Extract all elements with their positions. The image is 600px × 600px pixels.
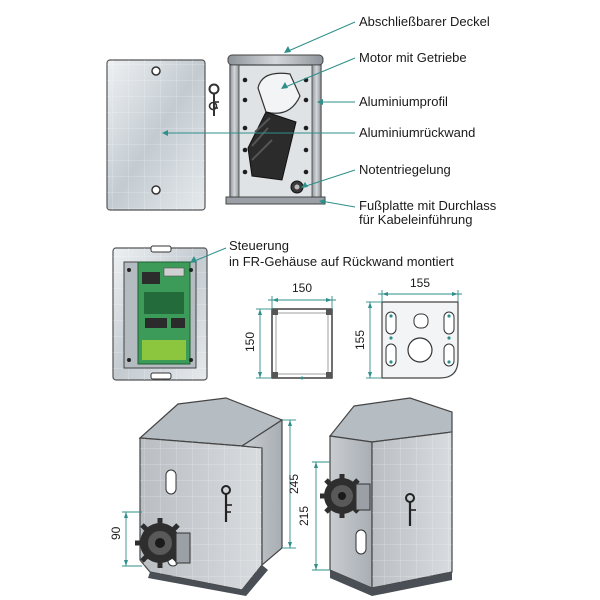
label-steuerung-line2: in FR-Gehäuse auf Rückwand montiert [229,254,454,269]
leader-steuerung [191,247,227,263]
dim-profile-width: 150 [292,281,312,295]
lock-key-icon-right [405,493,416,526]
label-fussplatte-line1: Fußplatte mit Durchlass [359,198,497,213]
label-profil: Aluminiumprofil [359,94,448,109]
callout-leaders-top [162,21,356,208]
screw-holes [242,77,309,175]
label-deckel: Abschließbarer Deckel [359,14,490,29]
housing-3d-right [312,397,453,596]
lock-key-icon [221,485,232,522]
dim-box-height: 245 [287,474,301,494]
base-plate-drawing [366,290,462,379]
label-motor: Motor mit Getriebe [359,50,467,65]
housing-front-view [225,54,326,205]
housing-3d-left [122,397,296,596]
dim-base-width: 155 [410,276,430,290]
rear-panel-illustration [106,59,206,211]
label-notentriegelung: Notentriegelung [359,162,451,177]
gear-icon [135,518,191,568]
label-steuerung-line1: Steuerung [229,238,289,253]
label-rueckwand: Aluminiumrückwand [359,125,475,140]
gear-icon-right [320,474,371,518]
dim-body-height: 215 [297,506,311,526]
dim-profile-height: 150 [243,332,257,352]
motor-gearbox [247,72,301,181]
label-fussplatte-line2: für Kabeleinführung [359,212,472,227]
profile-cross-section [256,296,336,380]
dim-gear-height: 90 [109,526,123,540]
control-unit-illustration [112,245,208,381]
dim-base-height: 155 [353,330,367,350]
key-icon [208,83,220,116]
emergency-release-knob [290,180,304,194]
